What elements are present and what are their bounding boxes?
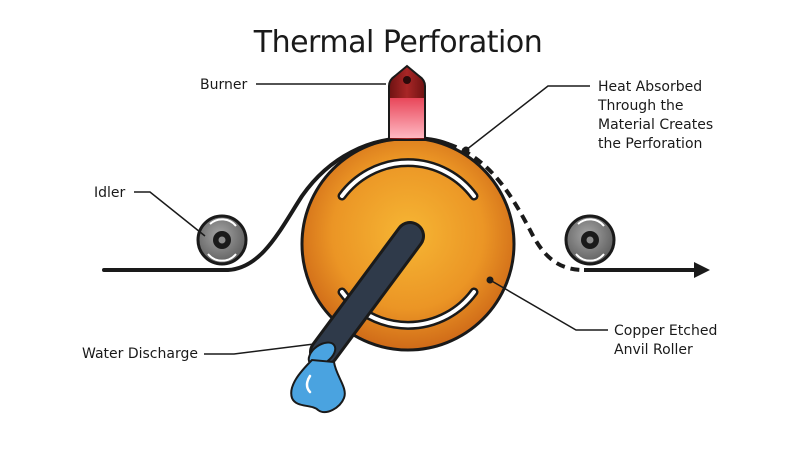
label-heat-line-2: Through the	[597, 98, 684, 114]
label-heat-line-4: the Perforation	[598, 136, 702, 152]
web-material-perforated	[447, 142, 585, 272]
water-splash	[290, 358, 346, 414]
burner	[388, 64, 426, 141]
water-highlight	[305, 374, 312, 394]
label-anvil-line-2: Anvil Roller	[614, 342, 693, 358]
anvil-leader-dot	[486, 276, 494, 284]
idler-roller-left	[196, 214, 248, 266]
label-burner: Burner	[200, 77, 247, 93]
heat-leader-dot	[462, 146, 470, 154]
heat-leader	[465, 85, 590, 151]
label-water-discharge: Water Discharge	[82, 346, 198, 362]
label-idler: Idler	[94, 185, 126, 201]
label-anvil-line-1: Copper Etched	[614, 323, 717, 339]
label-heat-line-3: Material Creates	[598, 117, 713, 133]
direction-arrow-icon	[694, 262, 710, 278]
idler-leader	[134, 191, 206, 237]
water-leader	[204, 343, 315, 355]
anvil-leader	[489, 279, 608, 331]
idler-roller-right	[564, 214, 616, 266]
label-heat-line-1: Heat Absorbed	[598, 79, 702, 95]
page-title: Thermal Perforation	[253, 25, 543, 60]
